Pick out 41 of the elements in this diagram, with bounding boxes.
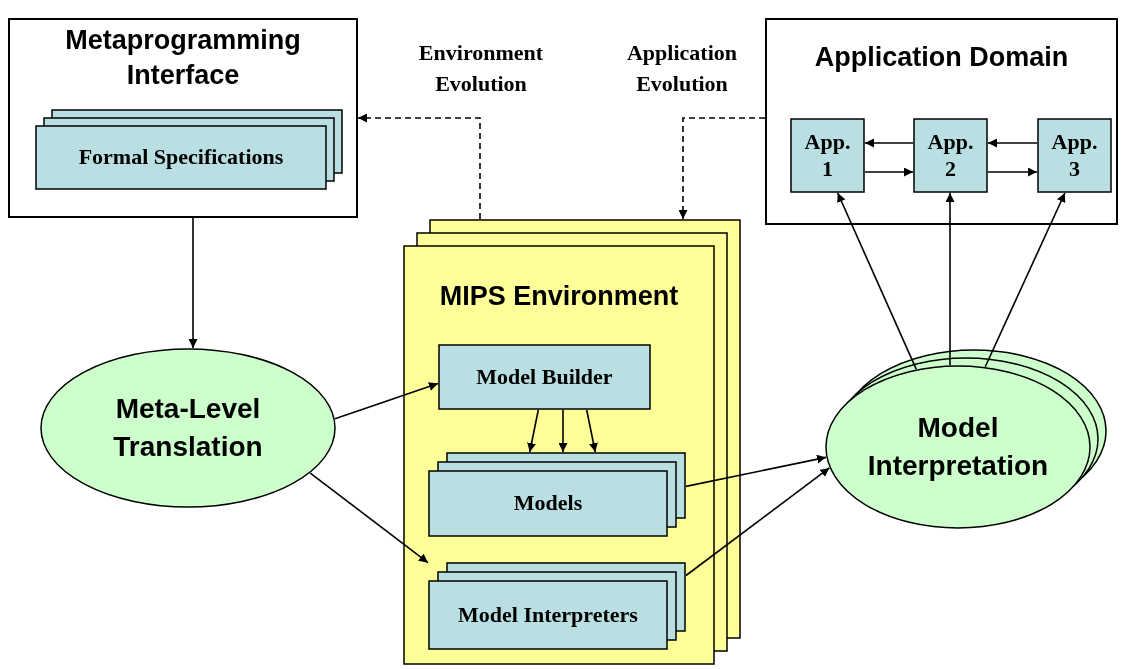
arrow [558,409,568,453]
arrow [334,382,439,420]
arrow [864,138,914,148]
arrow [864,167,914,177]
heading: Application Domain [814,41,1069,75]
arrow [585,409,598,453]
arrow [685,467,831,577]
process-box [913,118,988,193]
node-label: Formal Specifications [78,144,284,171]
arrow [309,472,429,564]
arrow [685,454,827,488]
node-label: Model Builder [476,363,613,391]
stacked-panel [403,219,741,665]
arrow [836,192,918,370]
node-label: App. 2 [926,129,975,182]
arrow [987,167,1038,177]
node-label: Models [513,490,583,517]
container-box [765,18,1118,225]
arrow [188,217,198,349]
arrow [945,192,955,366]
process-box [438,344,651,410]
stacked-box [428,562,686,650]
stacked-box [35,109,343,190]
dashed-arrow [678,117,766,220]
ellipse-node [40,348,336,508]
dashed-arrow [357,113,481,220]
node-label: Meta-Level Translation [112,392,264,464]
container-box [8,18,358,218]
stacked-ellipse [825,349,1107,529]
arrow [987,138,1038,148]
process-box [1037,118,1112,193]
arrow [984,192,1066,368]
heading: Metaprogramming Interface [64,23,302,92]
arrow [527,409,540,453]
node-label: App. 3 [1050,129,1099,182]
process-box [790,118,865,193]
stacked-box [428,452,686,537]
node-label: Model Interpreters [458,601,638,629]
heading: MIPS Environment [439,280,679,314]
node-label: App. 1 [803,129,852,182]
node-label: Model Interpretation [866,411,1050,483]
